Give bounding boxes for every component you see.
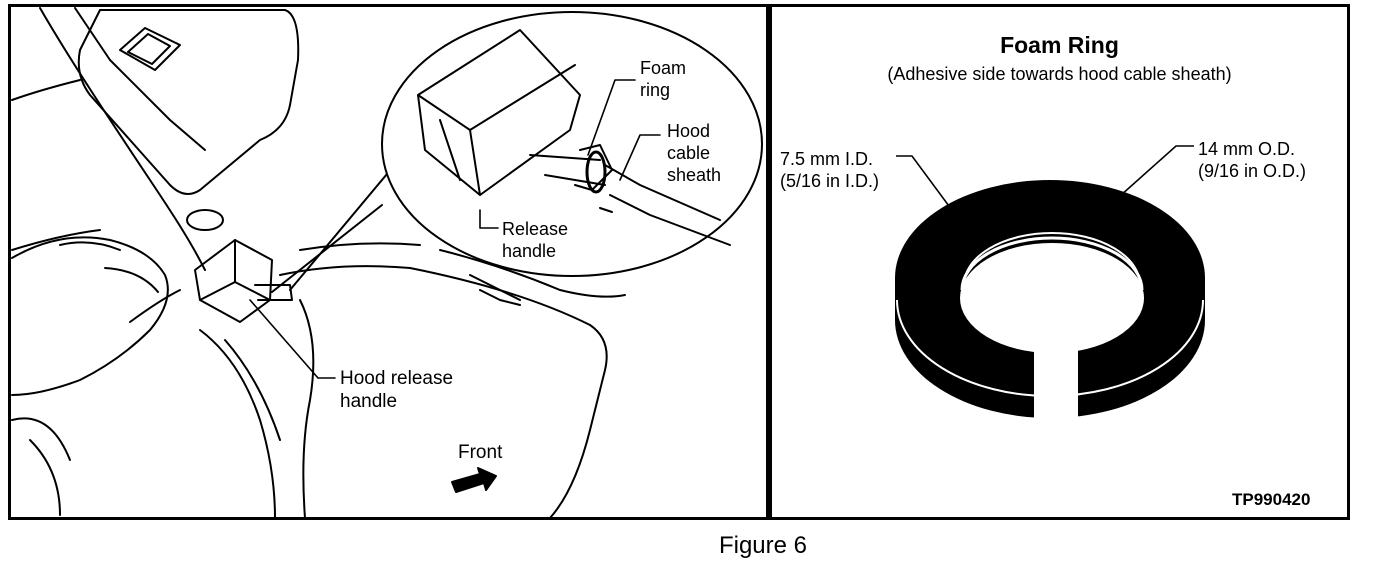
label-inner-diameter: 7.5 mm I.D. (5/16 in I.D.) bbox=[780, 149, 880, 191]
label-release-handle: Release handle bbox=[502, 219, 569, 261]
foam-ring-title: Foam Ring bbox=[1000, 32, 1119, 58]
left-panel-drawing bbox=[11, 7, 763, 519]
label-outer-diameter: 14 mm O.D. (9/16 in O.D.) bbox=[1198, 139, 1307, 181]
foam-ring-drawing bbox=[895, 145, 1205, 440]
label-hood-release-handle: Hood release handle bbox=[340, 368, 454, 412]
figure-caption: Figure 6 bbox=[718, 532, 808, 559]
foam-ring-subtitle: (Adhesive side towards hood cable sheath… bbox=[887, 64, 1232, 84]
panel-divider bbox=[766, 4, 772, 520]
figure-code: TP990420 bbox=[1232, 490, 1311, 509]
label-hood-cable-sheath: Hood cable sheath bbox=[667, 121, 722, 185]
figure-frame bbox=[8, 4, 1350, 520]
label-front: Front bbox=[458, 442, 503, 463]
label-foam-ring: Foam ring bbox=[640, 58, 687, 100]
